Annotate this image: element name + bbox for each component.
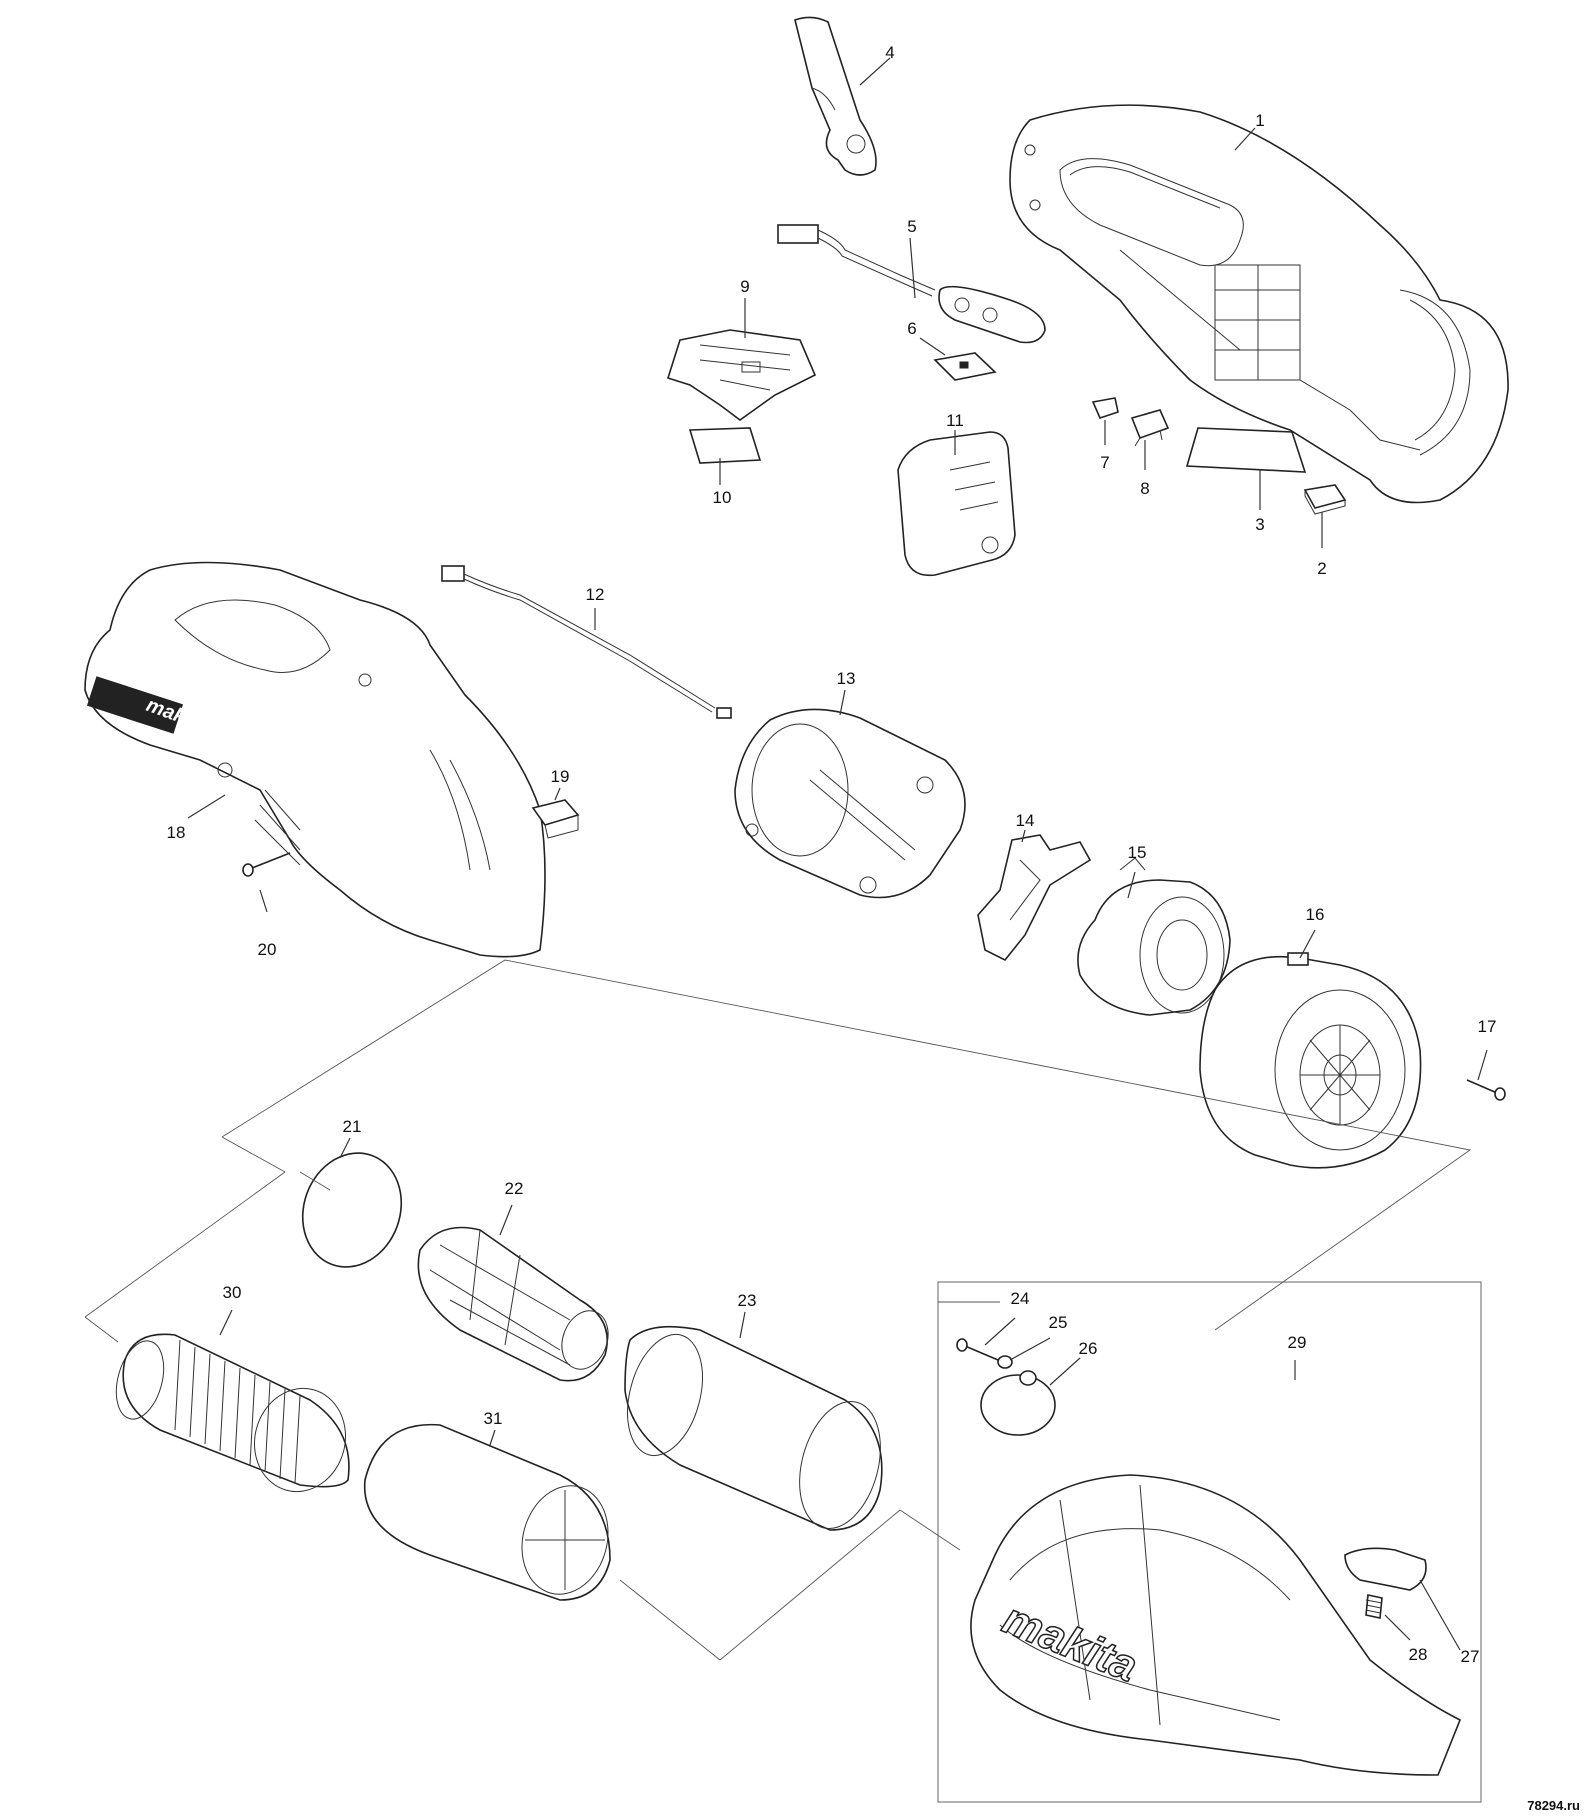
part-27-latch <box>1344 1547 1427 1591</box>
part-label-23: 23 <box>738 1291 757 1310</box>
part-label-10: 10 <box>713 488 732 507</box>
part-label-5: 5 <box>907 217 916 236</box>
part-21-disc-filter <box>301 1152 403 1268</box>
part-label-17: 17 <box>1478 1017 1497 1036</box>
part-label-8: 8 <box>1140 479 1149 498</box>
part-9-terminal-block <box>666 329 817 421</box>
part-7-terminal <box>1091 397 1119 419</box>
part-label-26: 26 <box>1079 1339 1098 1358</box>
part-label-14: 14 <box>1016 811 1035 830</box>
part-25-washer <box>997 1355 1013 1369</box>
part-2-pad <box>1303 484 1347 515</box>
part-31-mesh-filter <box>363 1423 611 1601</box>
part-23-filter-cylinder <box>624 1325 883 1531</box>
part-label-22: 22 <box>505 1179 524 1198</box>
part-22-filter-cage <box>417 1226 609 1382</box>
part-label-6: 6 <box>907 319 916 338</box>
part-19-clip <box>531 799 580 839</box>
part-label-2: 2 <box>1317 559 1326 578</box>
part-label-4: 4 <box>885 43 894 62</box>
part-5-switch-harness <box>777 224 1046 344</box>
part-16-fan-housing <box>1199 952 1422 1169</box>
part-24-screw <box>956 1338 999 1361</box>
guide-lines <box>84 959 1482 1803</box>
part-label-20: 20 <box>258 940 277 959</box>
part-label-12: 12 <box>586 585 605 604</box>
part-label-21: 21 <box>343 1117 362 1136</box>
part-label-15: 15 <box>1128 843 1147 862</box>
part-label-24: 24 <box>1011 1289 1030 1308</box>
part-13-motor-holder <box>734 708 966 899</box>
part-labels: 1 2 3 4 5 6 7 8 9 10 11 12 13 14 15 16 1… <box>167 43 1497 1666</box>
part-label-1: 1 <box>1255 111 1264 130</box>
part-label-27: 27 <box>1461 1647 1480 1666</box>
part-label-13: 13 <box>837 669 856 688</box>
part-label-3: 3 <box>1255 515 1264 534</box>
part-11-cover <box>897 431 1016 577</box>
part-label-25: 25 <box>1049 1313 1068 1332</box>
part-label-9: 9 <box>740 277 749 296</box>
part-18-housing-left <box>84 561 546 958</box>
part-1-housing <box>1009 104 1509 504</box>
part-10-label <box>688 427 762 464</box>
part-6-switch-plate <box>933 352 997 381</box>
part-30-pleated-filter <box>115 1333 350 1493</box>
part-label-19: 19 <box>551 767 570 786</box>
part-label-30: 30 <box>223 1283 242 1302</box>
part-17-screw <box>1466 1079 1506 1101</box>
part-29-nozzle <box>970 1474 1462 1776</box>
part-4-strap <box>794 16 877 176</box>
part-28-spring <box>1365 1594 1383 1619</box>
part-label-31: 31 <box>484 1409 503 1428</box>
part-8-terminal <box>1130 409 1170 447</box>
part-label-29: 29 <box>1288 1333 1307 1352</box>
part-label-16: 16 <box>1306 905 1325 924</box>
watermark: 78294.ru <box>1527 1798 1580 1813</box>
part-14-bracket <box>977 834 1092 962</box>
leader-lines <box>187 57 1488 1651</box>
part-26-seal <box>980 1370 1056 1436</box>
part-label-11: 11 <box>946 411 964 430</box>
part-3-label-plate <box>1185 427 1307 473</box>
part-label-18: 18 <box>167 823 186 842</box>
part-label-7: 7 <box>1100 453 1109 472</box>
part-label-28: 28 <box>1409 1645 1428 1664</box>
part-12-wire-harness <box>441 565 732 719</box>
part-20-screw <box>242 852 291 877</box>
part-15-motor <box>1077 857 1231 1016</box>
